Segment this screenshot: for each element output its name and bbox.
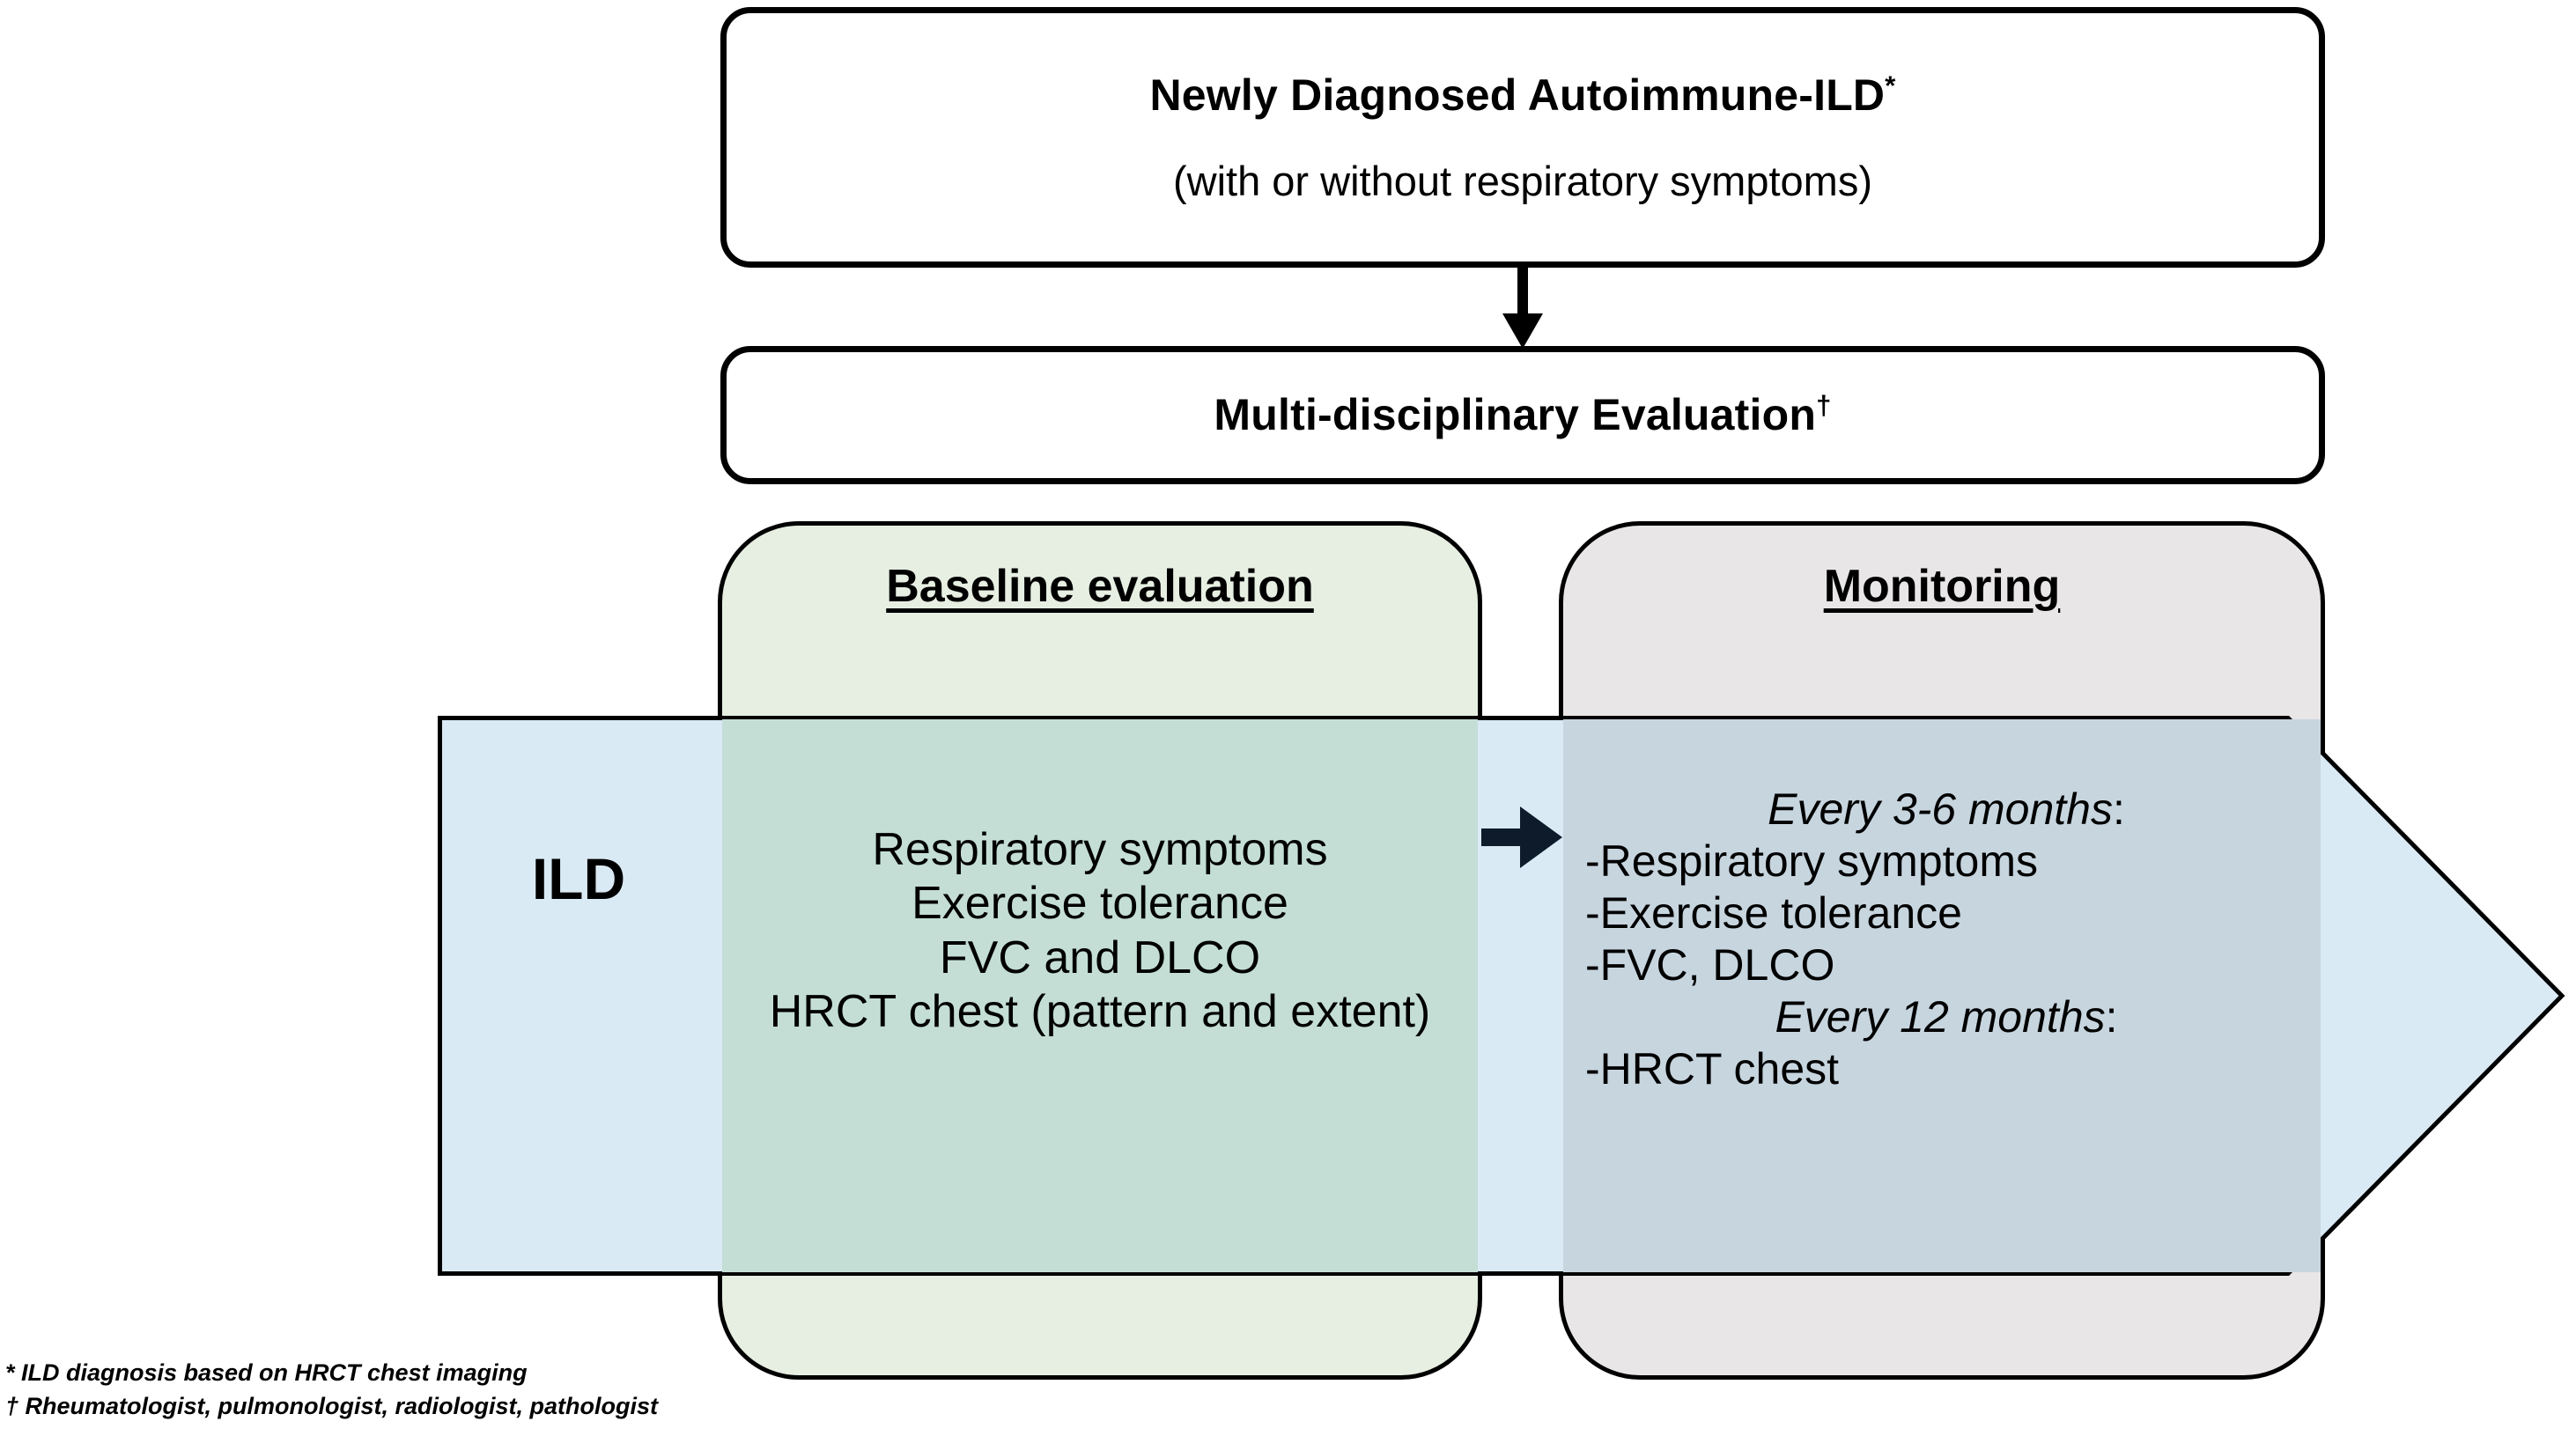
box-mde-title: Multi-disciplinary Evaluation† xyxy=(1214,391,1831,439)
monitoring-item-hrct-chest: -HRCT chest xyxy=(1585,1044,1840,1094)
panel-monitoring-heading: Monitoring xyxy=(1823,561,2061,612)
panel-baseline-heading: Baseline evaluation xyxy=(886,561,1314,612)
footnote-dagger: † Rheumatologist, pulmonologist, radiolo… xyxy=(5,1393,658,1420)
baseline-item-fvc-dlco: FVC and DLCO xyxy=(939,932,1261,983)
baseline-item-hrct-chest: HRCT chest (pattern and extent) xyxy=(769,986,1431,1038)
colon-glyph-2: : xyxy=(2105,992,2118,1042)
dagger-marker-icon: † xyxy=(1816,389,1832,421)
baseline-item-exercise-tolerance: Exercise tolerance xyxy=(912,878,1288,930)
monitoring-interval-3-6-months: Every 3-6 months: xyxy=(1585,784,2307,836)
footnotes: * ILD diagnosis based on HRCT chest imag… xyxy=(5,1356,658,1424)
baseline-evaluation-list: Respiratory symptoms Exercise tolerance … xyxy=(722,823,1478,1039)
monitoring-item-exercise-tolerance: -Exercise tolerance xyxy=(1585,888,1962,938)
box-newly-diagnosed-title-text: Newly Diagnosed Autoimmune-ILD xyxy=(1149,70,1886,120)
ild-band-label: ILD xyxy=(531,846,626,911)
box-newly-diagnosed-title: Newly Diagnosed Autoimmune-ILD* xyxy=(1149,70,1896,120)
asterisk-marker-icon: * xyxy=(1885,70,1896,100)
box-mde-title-text: Multi-disciplinary Evaluation xyxy=(1214,390,1817,439)
box-newly-diagnosed-subtitle: (with or without respiratory symptoms) xyxy=(1173,157,1872,204)
monitoring-interval-3-6-months-text: Every 3-6 months xyxy=(1768,784,2113,834)
monitoring-item-respiratory-symptoms: -Respiratory symptoms xyxy=(1585,836,2038,886)
monitoring-interval-12-months-text: Every 12 months xyxy=(1775,992,2106,1042)
right-arrow-icon xyxy=(1481,806,1562,868)
monitoring-list: Every 3-6 months: -Respiratory symptoms … xyxy=(1585,784,2307,1095)
footnote-asterisk: * ILD diagnosis based on HRCT chest imag… xyxy=(5,1359,528,1386)
monitoring-interval-12-months: Every 12 months: xyxy=(1585,991,2307,1043)
colon-glyph: : xyxy=(2112,784,2125,834)
box-multidisciplinary-evaluation: Multi-disciplinary Evaluation† xyxy=(720,346,2325,484)
monitoring-item-fvc-dlco: -FVC, DLCO xyxy=(1585,940,1835,990)
baseline-item-respiratory-symptoms: Respiratory symptoms xyxy=(872,824,1328,875)
box-newly-diagnosed-autoimmune-ild: Newly Diagnosed Autoimmune-ILD* (with or… xyxy=(720,7,2325,268)
down-arrow-icon xyxy=(1502,264,1543,349)
